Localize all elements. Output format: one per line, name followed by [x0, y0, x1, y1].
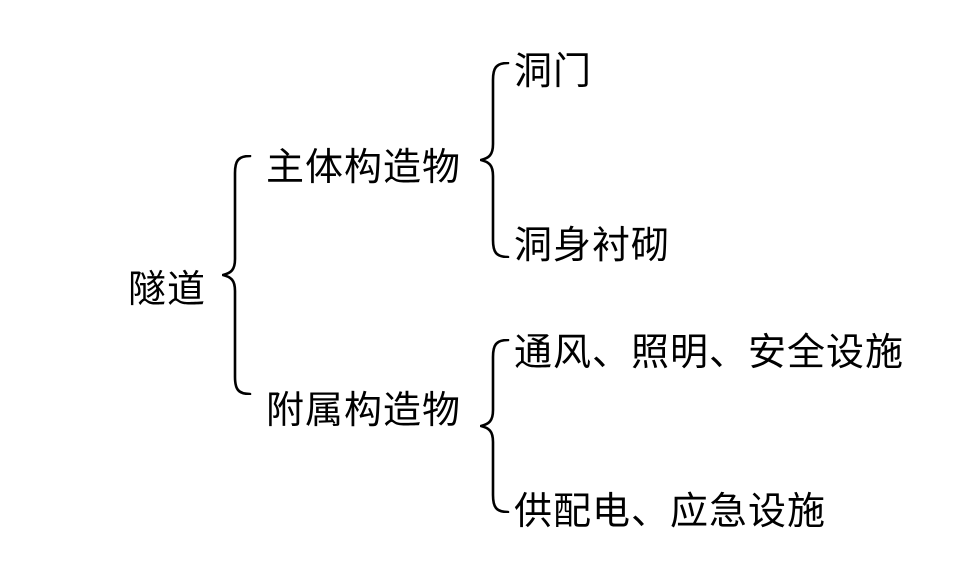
root-node-tunnel: 隧道 [128, 269, 207, 311]
branch-node-main-structures: 主体构造物 [266, 147, 462, 189]
brace-root [222, 155, 252, 395]
brace-main-structures [480, 62, 510, 258]
leaf-node-power-emergency: 供配电、应急设施 [514, 491, 827, 533]
leaf-node-ventilation-lighting-safety: 通风、照明、安全设施 [514, 332, 905, 374]
branch-node-auxiliary-structures: 附属构造物 [266, 390, 462, 432]
brace-auxiliary-structures [480, 339, 510, 513]
leaf-node-tunnel-lining: 洞身衬砌 [514, 225, 671, 267]
leaf-node-portal: 洞门 [514, 51, 593, 93]
